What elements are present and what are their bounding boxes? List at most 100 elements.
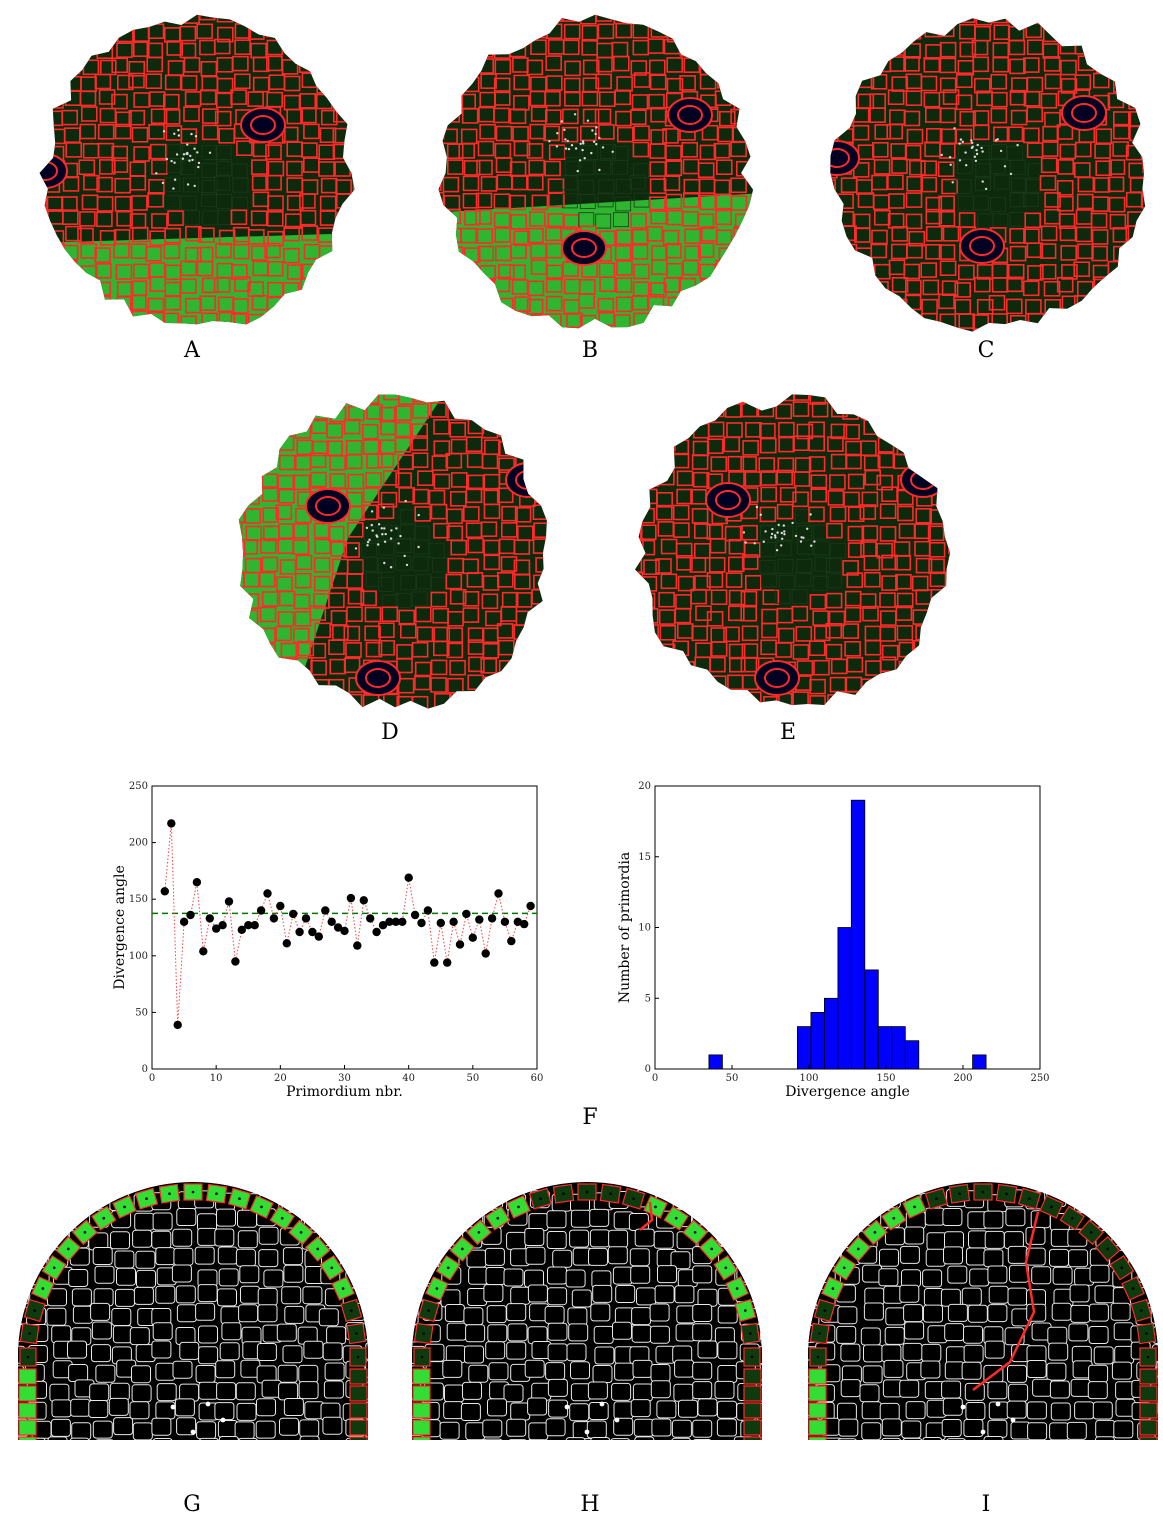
cell-outline (499, 406, 517, 423)
cell-nucleus (446, 1266, 450, 1270)
inner-cell (155, 1247, 176, 1266)
inner-cell (1052, 1266, 1073, 1285)
cell-outline (480, 313, 498, 329)
central-cell-marker (1009, 172, 1013, 176)
cell-outline (317, 14, 335, 25)
central-cell-marker (781, 537, 784, 540)
cell-outline (299, 710, 314, 718)
cell-outline (641, 404, 659, 420)
inner-cell (1053, 1441, 1072, 1452)
cell-outline (1112, 227, 1130, 243)
inner-cell (674, 1359, 695, 1378)
cell-outline (111, 145, 128, 162)
inner-cell (1137, 1264, 1158, 1283)
cell-outline (898, 660, 916, 677)
cell-outline (945, 692, 951, 706)
inner-cell (345, 1212, 366, 1231)
inner-cell (546, 1210, 567, 1229)
cell-outline (30, 329, 44, 338)
inner-cell (1032, 1378, 1053, 1397)
inner-cell (503, 1268, 524, 1287)
inner-cell (324, 1362, 345, 1381)
cell-outline (912, 403, 929, 420)
inner-cell (1115, 1191, 1136, 1209)
cell-outline (873, 18, 891, 25)
cell-outline (258, 571, 276, 588)
cell-outline (378, 640, 395, 656)
cell-outline (713, 142, 731, 159)
cell-outline (430, 333, 445, 338)
inner-cell (366, 1229, 368, 1247)
inner-cell (763, 1271, 773, 1288)
y-axis-label: Divergence angle (112, 865, 128, 990)
cell-outline (449, 589, 467, 605)
inner-cell (506, 1303, 527, 1322)
inner-cell (412, 1213, 419, 1232)
inner-cell (592, 1365, 613, 1383)
inner-cell (883, 1359, 904, 1378)
y-tick-label: 15 (638, 852, 651, 863)
cell-outline (649, 178, 667, 194)
x-tick-label: 0 (652, 1073, 658, 1084)
central-cell-marker (190, 132, 193, 136)
cell-outline (365, 641, 383, 658)
panel-label-h: H (580, 1492, 600, 1517)
cell-outline (730, 264, 748, 281)
cell-outline (131, 226, 149, 243)
inner-cell (114, 1250, 135, 1269)
inner-cell (881, 1418, 902, 1437)
cell-outline (183, 210, 200, 226)
inner-cell (808, 1267, 817, 1286)
cell-outline (942, 327, 960, 332)
inner-cell (836, 1402, 857, 1421)
inner-cell (759, 1384, 762, 1402)
inner-cell (1049, 1248, 1069, 1267)
cell-outline (251, 175, 269, 191)
central-cell-marker (971, 145, 974, 148)
cell-outline (673, 522, 690, 538)
cell-outline (881, 644, 899, 661)
inner-cell (111, 1308, 132, 1326)
cell-outline (516, 405, 534, 421)
cell-outline (1059, 25, 1076, 42)
cell-outline (564, 143, 581, 159)
cell-outline (481, 453, 499, 470)
central-cell-marker (791, 521, 794, 525)
cell-outline (931, 708, 946, 718)
cell-outline (939, 77, 957, 94)
cell-outline (809, 710, 824, 718)
central-cell-marker (570, 144, 574, 147)
cell-outline (530, 106, 548, 122)
cell-outline (891, 76, 909, 92)
cell-outline (760, 711, 775, 718)
cell-outline (366, 404, 383, 420)
data-point (327, 917, 336, 926)
central-cell-marker (560, 120, 563, 123)
cell-nucleus (913, 1205, 916, 1209)
cell-outline (245, 420, 263, 437)
cell-outline (445, 708, 463, 709)
side-layer-cell (412, 1385, 431, 1402)
cell-outline (145, 246, 162, 262)
cell-outline (741, 394, 758, 401)
cell-outline (1108, 41, 1126, 57)
cell-outline (315, 714, 330, 718)
cell-outline (879, 423, 897, 439)
cell-outline (162, 312, 180, 325)
cell-outline (734, 297, 752, 314)
cell-outline (724, 710, 739, 718)
cell-outline (974, 276, 991, 293)
primordium (900, 462, 946, 498)
inner-cell (904, 1226, 925, 1245)
cell-outline (1108, 279, 1125, 295)
inner-cell (30, 1210, 51, 1229)
cell-outline (495, 125, 513, 142)
inner-cell (238, 1437, 258, 1440)
cell-outline (494, 227, 511, 243)
cell-outline (61, 109, 79, 126)
cell-outline (514, 423, 532, 440)
data-point (513, 917, 522, 926)
cell-outline (261, 394, 278, 404)
cell-outline (344, 394, 362, 405)
cell-outline (131, 329, 146, 339)
